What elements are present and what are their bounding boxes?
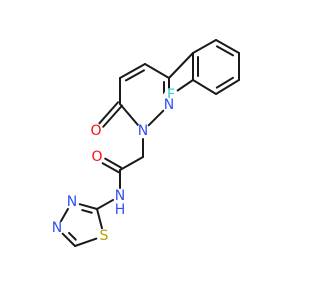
bond-c11-c12 <box>119 156 144 171</box>
bond-c1-c2-inner <box>216 45 235 57</box>
bond-n4-n5 <box>59 207 70 223</box>
bond-c3-c4-inner <box>215 76 234 89</box>
bond-s1-c14 <box>74 237 98 247</box>
atom-bg-h1 <box>113 203 127 217</box>
bond-c14-n4 <box>61 232 76 247</box>
bond-n3-c13 <box>96 198 115 210</box>
atom-label-n3: N <box>115 188 125 204</box>
atom-label-n5: N <box>67 194 77 210</box>
atom-bg-n1 <box>136 124 150 138</box>
atom-label-o1: O <box>90 123 101 139</box>
atom-bg-s1 <box>97 229 111 243</box>
atom-bg-o1 <box>89 124 103 138</box>
bond-c8-c9-inner <box>124 69 145 82</box>
atom-label-s1: S <box>100 228 109 244</box>
bond-c4-c5 <box>192 79 217 95</box>
bond-c13-s1 <box>96 208 103 230</box>
bond-c7-c8 <box>144 63 170 79</box>
bond-c5-f1 <box>176 79 194 92</box>
atom-bg-o2 <box>90 150 104 164</box>
bond-c10-o1-a <box>98 101 120 125</box>
bond-c14-n4-inner <box>68 231 77 241</box>
bond-n5-c13 <box>78 203 98 210</box>
bond-c6-c1 <box>192 39 217 54</box>
bond-c12-o2 <box>101 162 120 174</box>
atom-bg-n4 <box>50 221 64 235</box>
atom-label-f1: F <box>167 87 175 103</box>
bond-n5-c13-inner <box>81 209 93 214</box>
atom-label-o2: O <box>91 149 102 165</box>
bond-c3-c4 <box>215 79 240 95</box>
bond-c10-n1 <box>119 103 139 126</box>
atom-label-h1: H <box>115 202 126 218</box>
bond-c6-c7 <box>168 52 194 79</box>
atom-bg-n5 <box>65 195 79 209</box>
bond-c10-o1 <box>102 104 123 128</box>
bond-layer <box>59 39 240 247</box>
bond-c8-c9 <box>119 63 146 79</box>
bond-c1-c2 <box>215 39 240 54</box>
atom-label-n1: N <box>138 123 148 139</box>
atom-label-n2: N <box>164 97 174 113</box>
atom-label-n4: N <box>52 220 62 236</box>
atom-bg-n3 <box>113 189 127 203</box>
bond-c12-o2-a <box>104 157 123 169</box>
bond-n1-n2 <box>147 109 165 127</box>
atom-bg-n2 <box>162 98 176 112</box>
